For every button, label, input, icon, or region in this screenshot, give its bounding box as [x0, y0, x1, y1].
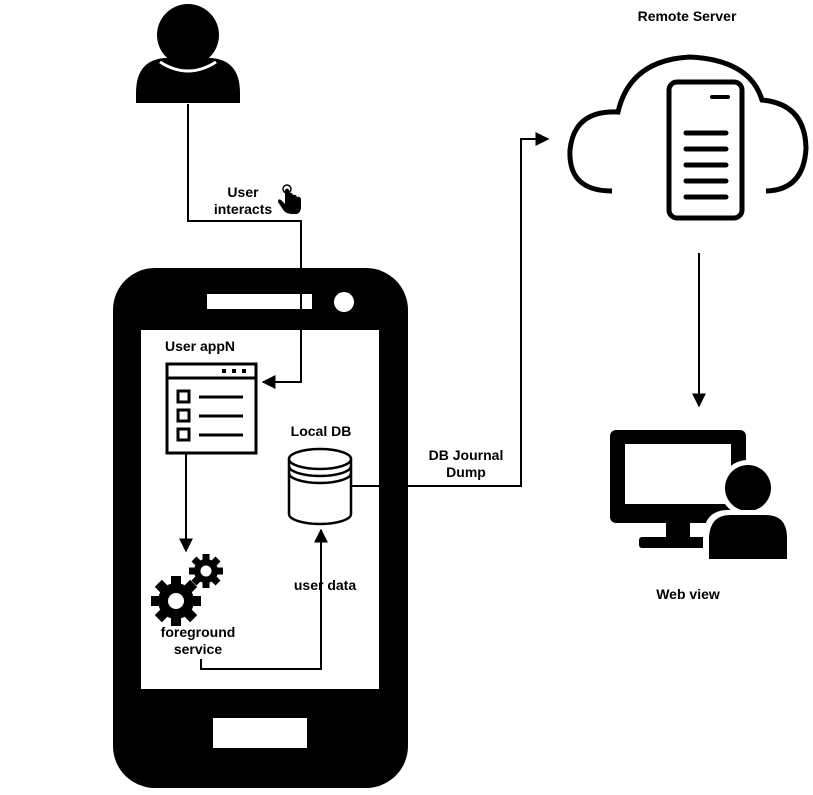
user-interacts-label-line1: User	[227, 184, 259, 200]
connector-user-to-app	[187, 104, 302, 389]
cloud-server-icon	[567, 54, 809, 221]
web-view-label: Web view	[656, 586, 720, 602]
user-icon	[136, 4, 240, 103]
connector-db-to-server	[351, 132, 550, 487]
foreground-service-label-line2: service	[173, 641, 223, 657]
db-journal-label-line1: DB Journal	[428, 447, 504, 463]
gears-icon	[151, 554, 223, 626]
user-data-label: user data	[293, 577, 357, 593]
app-window-icon	[165, 362, 258, 455]
foreground-service-label-line1: foreground	[160, 624, 236, 640]
user-interacts-label-line2: interacts	[213, 201, 273, 217]
local-db-label: Local DB	[290, 423, 352, 439]
web-user-monitor-icon	[610, 430, 793, 562]
user-interacts-label: User interacts	[203, 184, 283, 218]
database-icon	[287, 447, 353, 526]
tap-hand-icon	[278, 184, 301, 214]
db-journal-label-line2: Dump	[446, 464, 486, 480]
foreground-service-label: foreground service	[148, 624, 248, 658]
db-journal-label: DB Journal Dump	[416, 447, 516, 481]
user-app-label: User appN	[164, 338, 236, 354]
connector-service-to-db	[200, 528, 328, 670]
remote-server-label: Remote Server	[637, 8, 737, 24]
